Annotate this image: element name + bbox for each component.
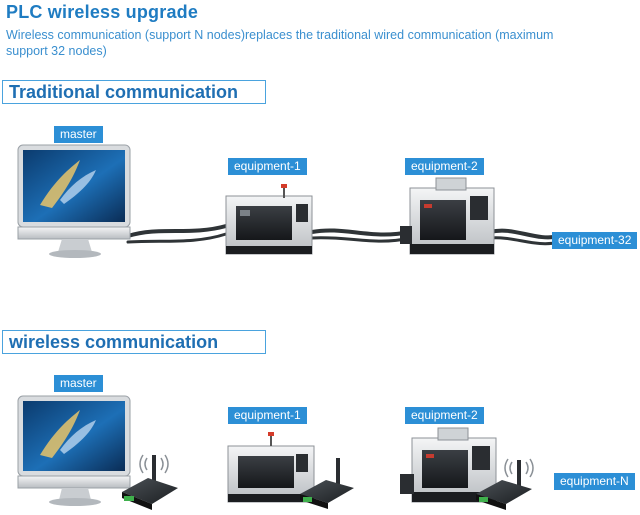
- antenna-icon: [336, 458, 340, 484]
- monitor-icon: [18, 396, 130, 506]
- cnc-lathe-icon: [228, 432, 314, 502]
- label-master-wireless: master: [54, 375, 103, 392]
- label-equipment-2-wireless: equipment-2: [405, 407, 484, 424]
- antenna-icon: [517, 460, 521, 486]
- label-equipment-n: equipment-N: [554, 473, 635, 490]
- cnc-machining-center-icon: [400, 428, 496, 502]
- label-equipment-1-wireless: equipment-1: [228, 407, 307, 424]
